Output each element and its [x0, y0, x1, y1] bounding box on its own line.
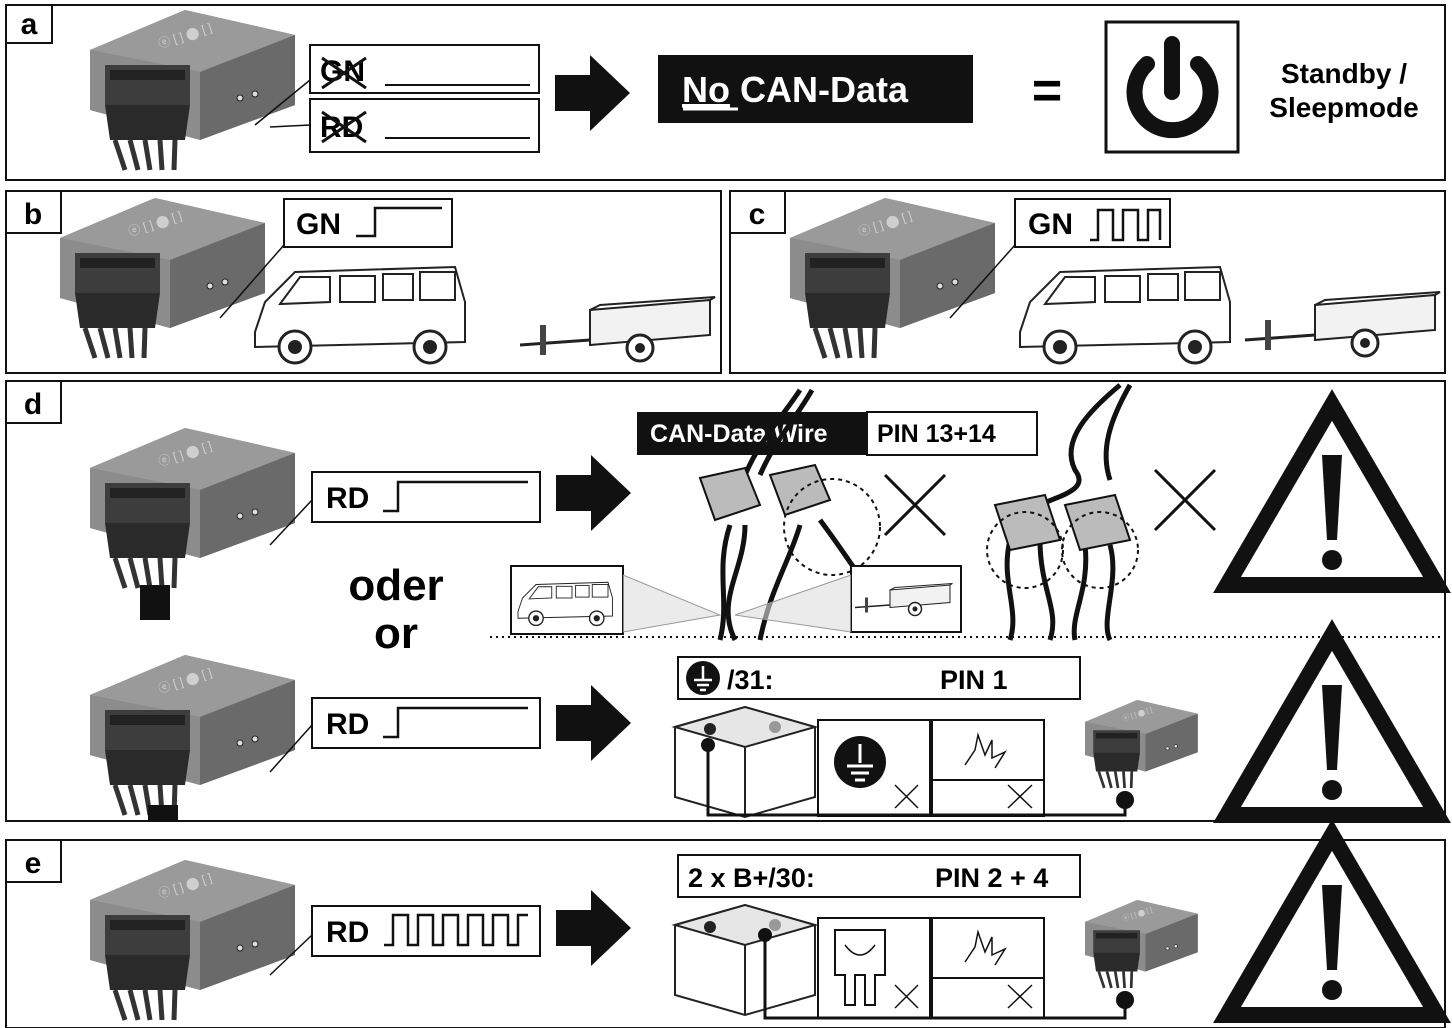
power-icon: [1126, 36, 1219, 139]
battery-icon: [674, 706, 816, 818]
panel-a: a GN RD No CAN-Data = Standby / Sleepmod…: [5, 4, 1446, 181]
cross-icon: [1007, 784, 1033, 809]
signal-step-icon: [356, 206, 442, 238]
panel-letter-e: e: [25, 847, 42, 880]
panel-letter-c: c: [749, 198, 766, 231]
power-pin-label: PIN 2 + 4: [935, 863, 1048, 893]
van-icon: [253, 265, 467, 365]
led-label-d-bottom: RD: [326, 708, 369, 741]
standby-label: Standby /: [1281, 58, 1407, 89]
panel-letter-a: a: [21, 8, 38, 41]
warning-icon: [1227, 835, 1437, 1015]
or-label: or: [374, 609, 418, 658]
control-module-icon: [1083, 698, 1200, 790]
control-module-c: [790, 198, 995, 358]
equals-sign: =: [1032, 62, 1062, 120]
panel-letter-b: b: [24, 198, 42, 231]
panel-d: d RD oder or CAN-Data Wire PIN 13+14: [5, 380, 1446, 821]
ground-pin-label: PIN 1: [940, 665, 1008, 695]
fuse-icon: [834, 929, 886, 1006]
ground-label: /31:: [727, 665, 774, 695]
ground-icon: [686, 661, 720, 695]
trailer-icon: [1243, 290, 1442, 358]
spark-icon: [964, 929, 1007, 966]
cross-icon: [1007, 984, 1033, 1009]
ground-icon: [834, 736, 886, 788]
crossed-out-icon: [321, 56, 367, 90]
cross-icon: [883, 473, 947, 537]
led-label-d-top: RD: [326, 482, 369, 515]
arrow-icon: [556, 890, 631, 966]
control-module-d-top: [90, 428, 295, 588]
warning-icon: [1227, 635, 1437, 815]
panel-c: c GN: [729, 190, 1446, 374]
no-can-data-label: No CAN-Data: [682, 69, 909, 110]
panel-e: e RD 2 x B+/30: PIN 2 + 4: [5, 835, 1446, 1028]
battery-icon: [674, 904, 816, 1016]
cross-icon: [894, 784, 919, 809]
van-icon: [1018, 265, 1232, 365]
crossed-out-icon: [321, 110, 367, 144]
power-label: 2 x B+/30:: [688, 863, 815, 893]
signal-pulse-icon: [1090, 208, 1162, 242]
spark-icon: [964, 732, 1007, 769]
panel-b: b GN: [5, 190, 722, 374]
led-label-c: GN: [1028, 208, 1073, 241]
sleepmode-label: Sleepmode: [1269, 92, 1418, 123]
connector-icon: [993, 493, 1132, 552]
cross-icon: [1153, 468, 1217, 532]
control-module-e: [90, 860, 295, 1020]
panel-letter-d: d: [24, 388, 42, 421]
signal-step-icon: [383, 706, 528, 739]
connector-icon: [698, 463, 832, 522]
signal-pulse-icon: [384, 913, 528, 947]
control-module-a: [90, 10, 295, 170]
led-label-b: GN: [296, 208, 341, 241]
can-data-wire-label: CAN-Data Wire: [650, 420, 828, 448]
arrow-icon: [556, 455, 631, 531]
led-label-e: RD: [326, 916, 369, 949]
control-module-icon: [1083, 898, 1200, 990]
warning-icon: [1227, 405, 1437, 585]
control-module-b: [60, 198, 265, 358]
arrow-icon: [556, 685, 631, 761]
control-module-d-bottom: [90, 655, 295, 815]
trailer-icon: [518, 295, 717, 363]
arrow-icon: [555, 55, 630, 131]
oder-label: oder: [348, 561, 443, 610]
can-pins-label: PIN 13+14: [877, 420, 996, 448]
cross-icon: [894, 984, 919, 1009]
can-wire-illustration-2: [1004, 383, 1133, 642]
signal-step-icon: [383, 480, 528, 513]
